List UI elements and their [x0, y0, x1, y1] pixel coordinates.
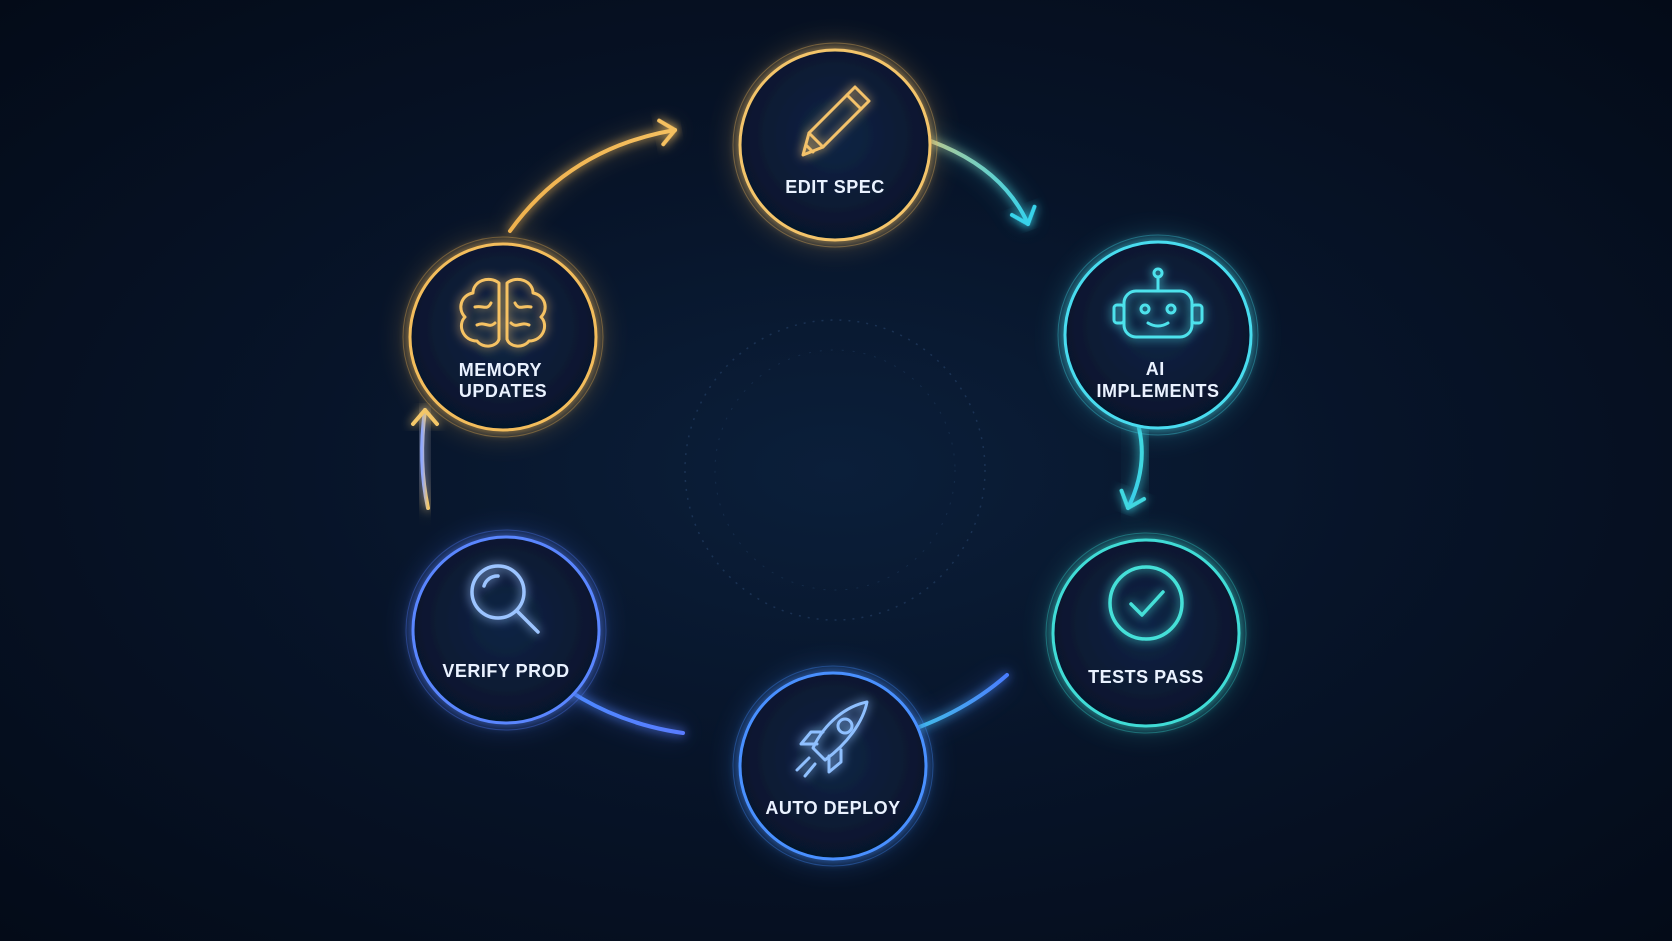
center-ring-inner [714, 349, 956, 591]
center-ring [684, 319, 986, 621]
node-memory-updates: MEMORY UPDATES [400, 234, 606, 440]
node-ai-implements: AI IMPLEMENTS [1055, 232, 1261, 438]
edge-verify-prod-to-memory-updates [411, 408, 439, 510]
arrowhead [411, 408, 439, 426]
node-label: AI IMPLEMENTS [1096, 359, 1219, 401]
arrowhead [1119, 488, 1147, 510]
node-label: AUTO DEPLOY [765, 798, 900, 818]
rocket-icon [795, 700, 869, 778]
node-verify-prod: VERIFY PROD [403, 527, 609, 733]
node-label: TESTS PASS [1088, 667, 1204, 687]
node-label: VERIFY PROD [442, 661, 569, 681]
node-edit-spec: EDIT SPEC [730, 40, 940, 250]
pencil-icon [801, 85, 871, 157]
node-label: MEMORY UPDATES [459, 360, 548, 401]
node-tests-pass: TESTS PASS [1043, 530, 1249, 736]
arrowhead [657, 118, 677, 147]
check-circle-icon [1108, 565, 1184, 641]
brain-icon [459, 277, 547, 348]
magnifier-icon [470, 564, 540, 634]
arrowhead [1009, 204, 1037, 226]
robot-icon [1112, 267, 1204, 339]
node-label: EDIT SPEC [785, 177, 885, 197]
node-auto-deploy: AUTO DEPLOY [730, 663, 936, 869]
edge-memory-updates-to-edit-spec [505, 118, 677, 234]
